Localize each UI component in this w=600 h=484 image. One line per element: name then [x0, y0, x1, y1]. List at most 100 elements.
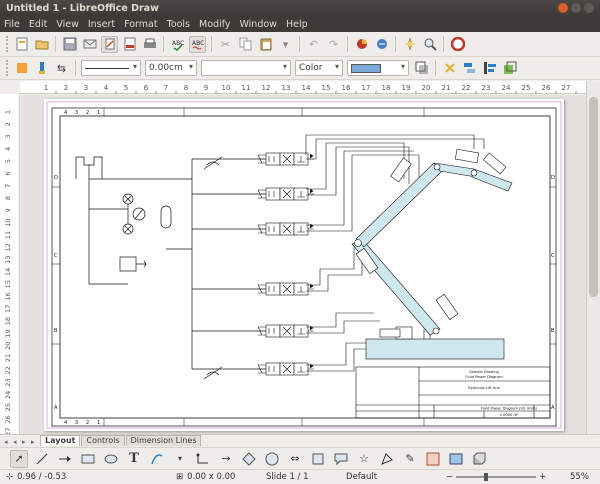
copy-icon[interactable]	[237, 36, 254, 53]
extrusion-icon[interactable]	[470, 450, 488, 468]
group-icon[interactable]	[501, 60, 518, 77]
navigator-icon[interactable]	[401, 36, 418, 53]
ellipse-tool-icon[interactable]	[102, 450, 120, 468]
drawing-page[interactable]: 4 3 2 1 4 3 2 1 D C B A D C B A	[44, 99, 564, 431]
tab-last-icon[interactable]: ▸	[31, 438, 35, 446]
menu-edit[interactable]: Edit	[28, 18, 48, 30]
redo-icon[interactable]: ↷	[328, 37, 339, 51]
menu-window[interactable]: Window	[239, 18, 277, 30]
paste-icon[interactable]	[257, 36, 274, 53]
title-block-sheet: 1.0000 OF	[500, 413, 519, 417]
export-pdf-icon[interactable]	[121, 36, 138, 53]
print-icon[interactable]	[141, 36, 158, 53]
drawing-workspace[interactable]: 4 3 2 1 4 3 2 1 D C B A D C B A	[21, 95, 586, 434]
directional-valve	[257, 187, 314, 201]
symbol-shapes-icon[interactable]	[263, 450, 281, 468]
curve-tool-icon[interactable]	[148, 450, 166, 468]
position-icon: ⊹	[6, 472, 14, 482]
arrange-icon[interactable]	[481, 60, 498, 77]
arrow-style-icon[interactable]: ⇆	[56, 61, 67, 75]
styles-icon[interactable]	[13, 60, 30, 77]
close-window-icon[interactable]	[558, 3, 568, 13]
minimize-window-icon[interactable]	[571, 3, 581, 13]
scrollbar-thumb[interactable]	[589, 97, 598, 297]
dropdown-arrow-icon[interactable]: ▾	[177, 454, 182, 463]
save-icon[interactable]	[61, 36, 78, 53]
hyperlink-icon[interactable]	[373, 36, 390, 53]
zoom-out-icon[interactable]: −	[446, 472, 454, 482]
clone-formatting-icon[interactable]: ▾	[282, 37, 289, 51]
fluid-power-diagram[interactable]: 4 3 2 1 4 3 2 1 D C B A D C B A	[44, 99, 564, 431]
tab-next-icon[interactable]: ▸	[22, 438, 26, 446]
area-fill-select[interactable]	[347, 60, 409, 76]
zoom-in-icon[interactable]: +	[539, 472, 547, 482]
ruler-h-label: 18	[382, 84, 391, 92]
menu-modify[interactable]: Modify	[199, 18, 231, 30]
zone-side-b: B	[54, 328, 58, 334]
rectangle-tool-icon[interactable]	[79, 450, 97, 468]
ruler-h-label: 17	[362, 84, 371, 92]
select-tool-icon[interactable]: ➚	[10, 449, 28, 468]
maximize-window-icon[interactable]	[584, 3, 594, 13]
menu-format[interactable]: Format	[124, 18, 158, 30]
stars-icon[interactable]: ☆	[359, 452, 369, 465]
autospell-icon[interactable]: ABC	[189, 35, 206, 53]
chart-icon[interactable]	[353, 36, 370, 53]
fontwork-icon[interactable]	[424, 450, 442, 468]
edit-file-icon[interactable]	[101, 35, 118, 53]
vertical-scrollbar[interactable]	[586, 81, 600, 434]
arrow-line-tool-icon[interactable]	[56, 450, 74, 468]
rotate-icon[interactable]	[441, 60, 458, 77]
line-icon[interactable]	[33, 60, 50, 77]
new-icon[interactable]	[13, 36, 30, 53]
pump-group	[119, 193, 172, 272]
menu-view[interactable]: View	[56, 18, 79, 30]
zoom-percentage[interactable]: 55%	[570, 472, 589, 482]
menu-file[interactable]: File	[4, 18, 20, 30]
tab-first-icon[interactable]: ◂	[4, 438, 8, 446]
line-color-select[interactable]	[201, 60, 291, 76]
menu-help[interactable]: Help	[285, 18, 308, 30]
zoom-slider[interactable]: − +	[440, 472, 564, 482]
shadow-icon[interactable]	[413, 60, 430, 77]
tab-layout[interactable]: Layout	[40, 435, 81, 446]
undo-icon[interactable]: ↶	[308, 37, 319, 51]
callouts-icon[interactable]	[332, 450, 350, 468]
cut-icon[interactable]: ✂	[220, 37, 231, 51]
text-tool-icon[interactable]: T	[129, 451, 139, 466]
basic-shapes-icon[interactable]	[240, 450, 258, 468]
lines-arrows-icon[interactable]: →	[221, 452, 231, 465]
connector-tool-icon[interactable]	[194, 450, 212, 468]
from-file-icon[interactable]	[447, 450, 465, 468]
directional-valve	[257, 152, 314, 166]
glue-points-icon[interactable]: ✎	[405, 452, 415, 465]
area-style-select[interactable]: Color	[295, 60, 343, 76]
align-icon[interactable]	[461, 60, 478, 77]
svg-text:ABC: ABC	[192, 40, 204, 47]
open-icon[interactable]	[33, 36, 50, 53]
menu-insert[interactable]: Insert	[87, 18, 116, 30]
toolbar-grip[interactable]	[6, 36, 9, 52]
line-width-field[interactable]: 0.00cm	[145, 60, 197, 76]
help-icon[interactable]	[449, 36, 466, 53]
menu-tools[interactable]: Tools	[166, 18, 190, 30]
email-icon[interactable]	[81, 36, 98, 53]
block-arrows-icon[interactable]: ⇔	[290, 452, 300, 465]
zoom-slider-thumb[interactable]	[484, 473, 489, 481]
points-icon[interactable]	[378, 450, 396, 468]
spellcheck-icon[interactable]: ABC	[169, 36, 186, 53]
tab-dimension-lines[interactable]: Dimension Lines	[125, 435, 202, 446]
tab-prev-icon[interactable]: ◂	[13, 438, 17, 446]
line-style-select[interactable]	[81, 60, 141, 76]
flowchart-icon[interactable]	[309, 450, 327, 468]
zoom-icon[interactable]	[421, 36, 438, 53]
ruler-v-label: 13	[4, 255, 12, 263]
ruler-h-label: 5	[124, 84, 128, 92]
line-tool-icon[interactable]	[33, 450, 51, 468]
status-size: ⊞ 0.00 x 0.00	[176, 472, 236, 482]
toolbar-grip[interactable]	[6, 60, 9, 76]
tab-controls[interactable]: Controls	[81, 435, 125, 446]
status-master-page[interactable]: Default	[346, 472, 378, 482]
